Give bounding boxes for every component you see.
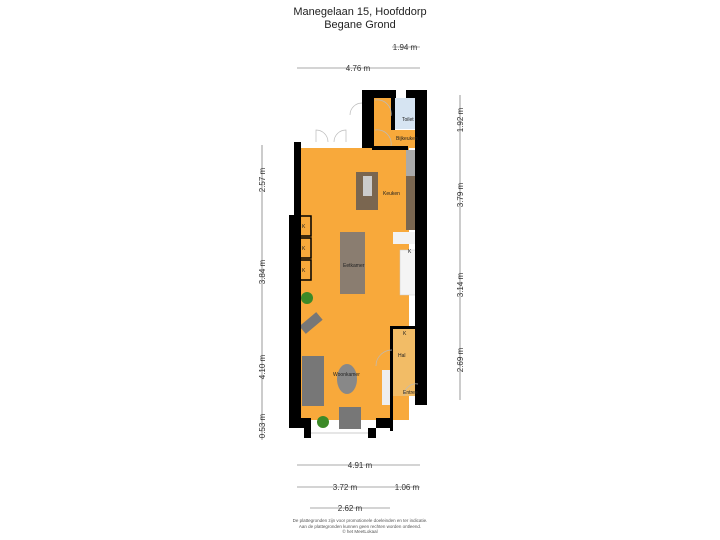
plant-icon bbox=[317, 416, 329, 428]
coffee-table bbox=[337, 364, 357, 394]
dim-bottom-1: 4.91 m bbox=[348, 461, 373, 470]
dim-bottom-3: 1.06 m bbox=[395, 483, 420, 492]
closet-label: K bbox=[403, 331, 407, 337]
room-label-entree: Entree bbox=[403, 390, 418, 396]
tv-unit bbox=[382, 370, 392, 405]
closet-label: K bbox=[302, 246, 306, 252]
dim-left-2: 3.84 m bbox=[258, 259, 267, 284]
dim-left-1: 2.57 m bbox=[258, 167, 267, 192]
closet-label: K bbox=[408, 249, 412, 255]
dim-right-4: 2.69 m bbox=[456, 347, 465, 372]
closet-label: K bbox=[302, 268, 306, 274]
armchair bbox=[339, 407, 361, 429]
plant-icon bbox=[301, 292, 313, 304]
room-label-eetkamer: Eetkamer bbox=[343, 263, 365, 269]
dim-bottom-4: 2.62 m bbox=[338, 504, 363, 513]
room-label-woonkamer: Woonkamer bbox=[333, 372, 360, 378]
dim-left-4: 0.53 m bbox=[258, 413, 267, 438]
walls bbox=[289, 90, 427, 438]
room-label-bijkeuken: Bijkeuken bbox=[396, 136, 418, 142]
dim-top-1: 1.94 m bbox=[393, 43, 418, 52]
disclaimer-line: © het MeetLokaal bbox=[342, 529, 378, 534]
toilet-room bbox=[394, 98, 418, 129]
room-label-hal: Hal bbox=[398, 353, 406, 359]
dim-right-2: 3.79 m bbox=[456, 182, 465, 207]
floor-name: Begane Grond bbox=[324, 19, 396, 31]
doors bbox=[311, 99, 419, 434]
disclaimer-line: De plattegronden zijn voor promotionele … bbox=[292, 518, 428, 523]
hal-room bbox=[393, 328, 417, 396]
plan-title: Manegelaan 15, Hoofddorp bbox=[293, 6, 427, 18]
disclaimer-line: Aan de plattegronden kunnen geen rechten… bbox=[298, 523, 422, 529]
closet-label: K bbox=[302, 224, 306, 230]
disclaimer: De plattegronden zijn voor promotionele … bbox=[260, 518, 460, 535]
dimension-lines bbox=[261, 46, 461, 509]
counter-end bbox=[393, 232, 419, 244]
dim-right-3: 3.14 m bbox=[456, 272, 465, 297]
sofa bbox=[302, 356, 324, 406]
dining-table bbox=[340, 232, 365, 294]
lounge-chair bbox=[299, 312, 323, 334]
dim-left-3: 4.10 m bbox=[258, 354, 267, 379]
dim-bottom-2: 3.72 m bbox=[333, 483, 358, 492]
room-label-keuken: Keuken bbox=[383, 191, 400, 197]
cooktop bbox=[363, 176, 372, 196]
bijkeuken-room bbox=[394, 130, 418, 148]
room-label-toilet: Toilet bbox=[402, 117, 414, 123]
dim-top-2: 4.76 m bbox=[346, 64, 371, 73]
dim-right-1: 1.92 m bbox=[456, 107, 465, 132]
